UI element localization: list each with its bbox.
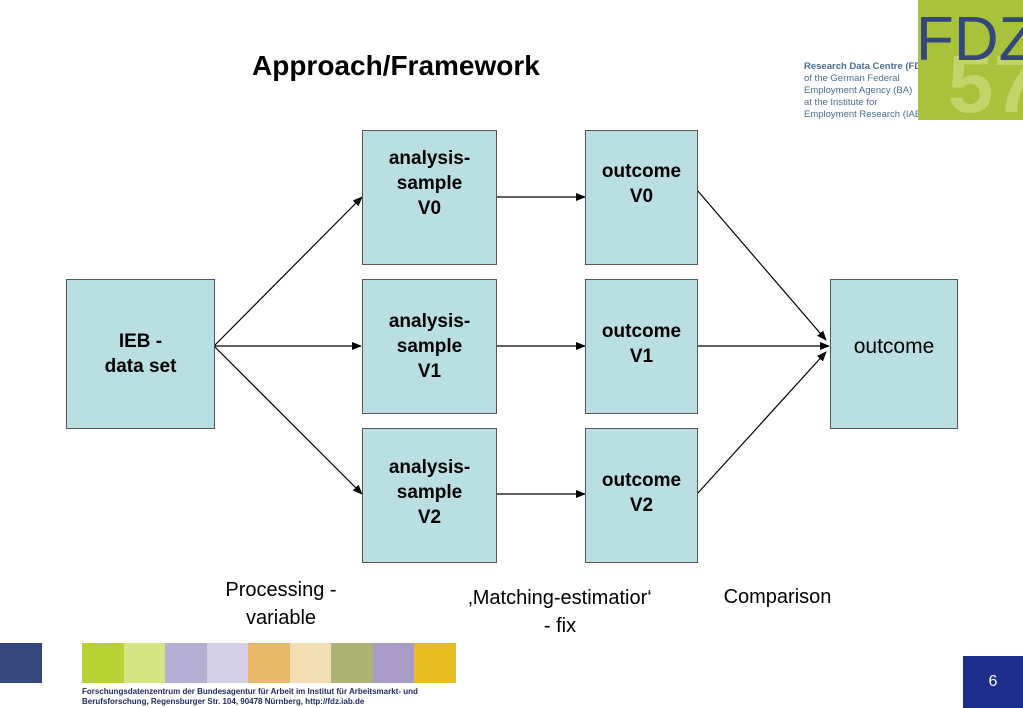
footer-line: Forschungsdatenzentrum der Bundesagentur… <box>82 687 418 696</box>
sample-box-line: analysis- <box>388 311 471 332</box>
analysis-sample-box-v1: analysis- sample V1 <box>362 279 497 414</box>
sample-box-line: analysis- <box>388 457 471 478</box>
outcome-box-v2: outcome V2 <box>585 428 698 563</box>
caption-line: variable <box>245 607 317 629</box>
outcome-box-line: outcome <box>601 160 682 182</box>
logo-line: of the German Federal <box>804 73 900 84</box>
logo-mark-text: FDZ <box>918 5 1023 74</box>
caption-processing: Processing - variable <box>205 576 357 632</box>
footer-color-bar <box>82 643 456 683</box>
slide-title: Approach/Framework <box>252 50 540 81</box>
sample-box-line: V2 <box>417 507 442 528</box>
sample-box-line: sample <box>396 336 463 357</box>
sample-box-line: analysis- <box>388 148 471 169</box>
footer-line: Berufsforschung, Regensburger Str. 104, … <box>82 697 365 706</box>
footer-address: Forschungsdatenzentrum der Bundesagentur… <box>82 687 418 707</box>
arrow-outcome-v2-to-final <box>696 351 827 495</box>
sample-box-line: V1 <box>417 361 442 382</box>
color-swatch <box>82 643 124 683</box>
logo-line: Research Data Centre (FDZ) <box>804 61 931 72</box>
analysis-sample-box-v2: analysis- sample V2 <box>362 428 497 563</box>
color-swatch <box>123 643 165 683</box>
color-swatch <box>372 643 414 683</box>
logo-line: at the Institute for <box>804 97 878 108</box>
color-swatch <box>331 643 373 683</box>
arrow-source-to-sample-v2 <box>213 345 363 495</box>
page-number: 6 <box>963 656 1023 708</box>
color-swatch <box>206 643 248 683</box>
color-swatch <box>248 643 290 683</box>
caption-line: - fix <box>543 615 577 637</box>
caption-line: Processing - <box>225 579 337 601</box>
final-outcome-label: outcome <box>853 334 935 358</box>
source-box-line: IEB - <box>118 331 163 352</box>
color-swatch <box>414 643 456 683</box>
logo-line: Employment Research (IAB) <box>804 109 925 120</box>
sample-box-line: sample <box>396 482 463 503</box>
analysis-sample-box-v0: analysis- sample V0 <box>362 130 497 265</box>
arrow-source-to-sample-v0 <box>213 196 363 347</box>
logo-caption: Research Data Centre (FDZ) of the German… <box>804 61 930 121</box>
sample-box-line: sample <box>396 173 463 194</box>
color-swatch <box>165 643 207 683</box>
caption-line: ‚Matching-estimatior‘ <box>468 587 652 609</box>
fdz-logo: 57 FDZ <box>918 0 1023 120</box>
logo-line: Employment Agency (BA) <box>804 85 913 96</box>
outcome-box-v0: outcome V0 <box>585 130 698 265</box>
outcome-box-line: V1 <box>629 346 654 367</box>
sample-box-line: V0 <box>417 198 442 219</box>
outcome-box-line: outcome <box>601 321 682 342</box>
caption-matching: ‚Matching-estimatior‘ - fix <box>440 584 680 640</box>
svg-text:57: 57 <box>948 39 1023 120</box>
outcome-box-v1: outcome V1 <box>585 279 698 414</box>
arrow-outcome-v0-to-final <box>696 189 827 341</box>
footer-navy-block <box>0 643 42 683</box>
caption-comparison: Comparison <box>705 583 850 611</box>
final-outcome-box: outcome <box>830 279 958 429</box>
source-box-line: data set <box>104 356 177 377</box>
outcome-box-line: outcome <box>601 470 682 491</box>
outcome-box-line: V0 <box>629 185 654 207</box>
outcome-box-line: V2 <box>629 495 654 516</box>
caption-line: Comparison <box>723 586 832 608</box>
color-swatch <box>289 643 331 683</box>
source-box-ieb: IEB - data set <box>66 279 215 429</box>
